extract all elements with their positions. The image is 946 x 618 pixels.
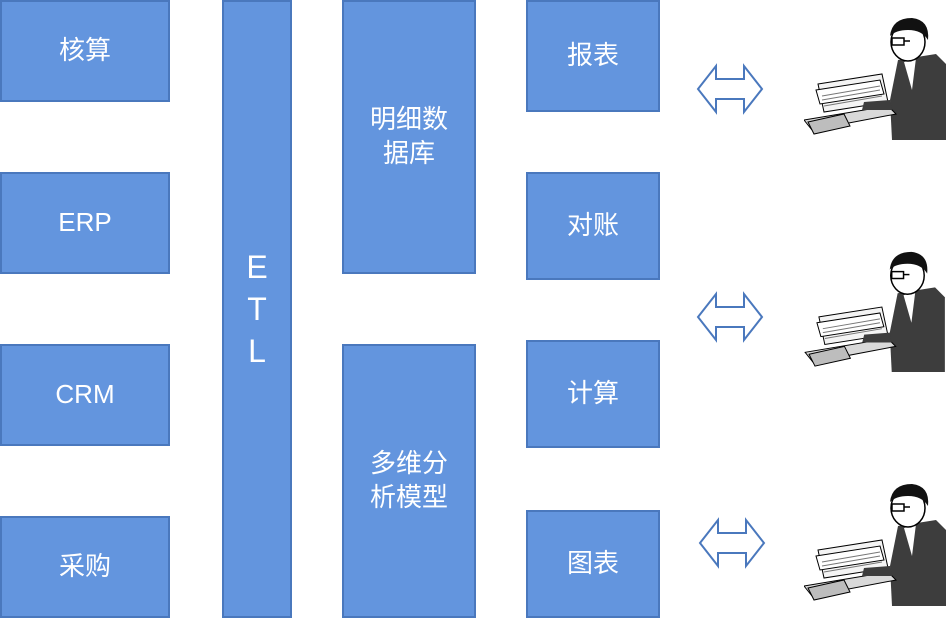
etl-label: E T L bbox=[246, 248, 268, 370]
storage-label: 多维分 析模型 bbox=[369, 448, 448, 512]
double-arrow-icon bbox=[698, 517, 766, 569]
person-at-desk-icon bbox=[804, 251, 945, 372]
etl-box: E T L bbox=[222, 0, 292, 618]
person-at-desk-icon bbox=[804, 484, 946, 606]
function-label: 报表 bbox=[566, 40, 619, 71]
source-label: CRM bbox=[55, 379, 115, 410]
source-box-procurement: 采购 bbox=[0, 516, 170, 618]
function-label: 图表 bbox=[566, 548, 619, 579]
source-box-crm: CRM bbox=[0, 344, 170, 446]
source-box-accounting: 核算 bbox=[0, 0, 170, 102]
source-label: 核算 bbox=[58, 35, 111, 66]
double-arrow-icon bbox=[696, 63, 764, 115]
function-box-reconcile: 对账 bbox=[526, 172, 660, 280]
person-at-desk-icon bbox=[804, 18, 946, 140]
function-label: 计算 bbox=[566, 378, 619, 409]
olap-model-box: 多维分 析模型 bbox=[342, 344, 476, 618]
detail-database-box: 明细数 据库 bbox=[342, 0, 476, 274]
source-label: 采购 bbox=[58, 551, 111, 582]
function-box-report: 报表 bbox=[526, 0, 660, 112]
function-label: 对账 bbox=[566, 210, 619, 241]
function-box-compute: 计算 bbox=[526, 340, 660, 448]
function-box-chart: 图表 bbox=[526, 510, 660, 618]
source-label: ERP bbox=[58, 207, 112, 238]
storage-label: 明细数 据库 bbox=[369, 104, 448, 168]
source-box-erp: ERP bbox=[0, 172, 170, 274]
double-arrow-icon bbox=[696, 291, 764, 343]
